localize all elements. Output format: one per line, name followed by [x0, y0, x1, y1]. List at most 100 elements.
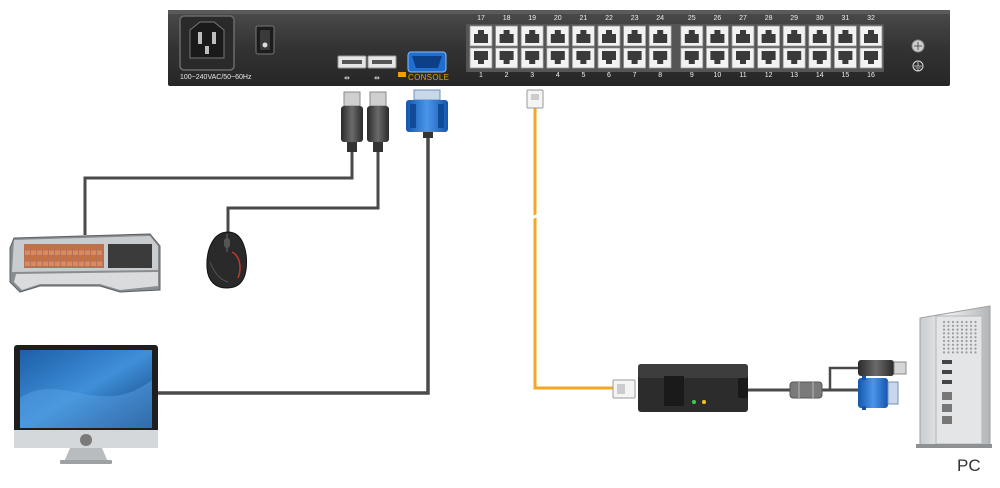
rj45-port	[782, 25, 806, 47]
usb-symbol-icon: ⇹	[374, 74, 380, 82]
rj45-port	[859, 25, 883, 47]
console-label: CONSOLE	[408, 73, 450, 82]
port-number-label: 23	[630, 15, 639, 22]
port-number-label: 2	[504, 72, 509, 79]
kvm-dongle	[612, 364, 823, 412]
rj45-port	[469, 25, 493, 47]
keyboard-cable	[83, 150, 354, 235]
usb-port-2	[367, 55, 397, 69]
port-number-label: 5	[581, 72, 586, 79]
port-number-label: 10	[713, 72, 722, 79]
port-number-label: 20	[553, 15, 562, 22]
port-number-label: 31	[841, 15, 850, 22]
port-number-label: 19	[528, 15, 537, 22]
power-rating-label: 100~240VAC/50~60Hz	[180, 74, 252, 81]
port-number-label: 14	[815, 72, 824, 79]
port-number-label: 6	[607, 72, 611, 79]
port-number-label: 9	[689, 72, 694, 79]
rj45-port	[495, 25, 519, 47]
port-number-label: 11	[739, 72, 747, 79]
port-number-label: 17	[477, 15, 485, 22]
rj45-port	[706, 47, 729, 69]
port-number-label: 18	[502, 15, 511, 22]
rj45-port	[648, 47, 672, 69]
rj45-port	[706, 25, 729, 47]
rj45-port	[495, 47, 519, 69]
usb-plug-mouse	[367, 91, 389, 152]
rj45-port	[808, 47, 832, 69]
rj45-port	[546, 47, 570, 69]
rj45-port-grid	[466, 24, 884, 72]
monitor-cable	[157, 136, 430, 395]
rj45-port	[731, 47, 755, 69]
port-number-label: 28	[764, 15, 773, 22]
vga-console-port	[398, 51, 447, 77]
mouse-cable	[226, 150, 380, 232]
port-number-label: 1	[479, 72, 483, 79]
rj45-port	[648, 25, 672, 47]
monitor-device	[14, 345, 158, 464]
ground-screw-icon	[911, 39, 925, 53]
rj45-port	[757, 47, 780, 69]
rj45-port	[572, 25, 595, 47]
port-number-label: 30	[815, 15, 824, 22]
rj45-plug-switch	[526, 89, 544, 109]
mouse-device	[206, 231, 247, 289]
link-led-icon	[702, 400, 706, 404]
apple-logo-icon	[80, 434, 92, 446]
dongle-usb-cable	[828, 366, 858, 390]
ferrite-bead	[789, 381, 823, 399]
power-inlet	[179, 15, 235, 71]
port-number-label: 22	[605, 15, 613, 22]
port-number-label: 29	[790, 15, 799, 22]
port-number-label: 26	[713, 15, 722, 22]
rj45-port	[469, 47, 493, 69]
rj45-port	[520, 25, 544, 47]
pc-tower	[916, 305, 992, 448]
port-number-label: 15	[841, 72, 850, 79]
rj45-port	[597, 47, 621, 69]
rj45-port	[546, 25, 570, 47]
port-number-label: 3	[530, 72, 535, 79]
rj45-port	[680, 47, 704, 69]
port-number-label: 16	[867, 72, 875, 79]
rj45-port	[757, 25, 780, 47]
usb-plug-keyboard	[341, 91, 363, 152]
keyboard-device	[9, 233, 161, 293]
rj45-port	[623, 47, 646, 69]
network-cable	[533, 108, 613, 390]
port-number-label: 12	[764, 72, 773, 79]
usb-symbol-icon: ⇹	[344, 74, 350, 82]
port-number-label: 24	[656, 15, 665, 22]
port-number-label: 27	[739, 15, 747, 22]
port-number-label: 32	[867, 15, 875, 22]
rj45-port	[782, 47, 806, 69]
ground-symbol-icon	[912, 60, 924, 72]
vga-plug	[406, 89, 448, 138]
rj45-port	[731, 25, 755, 47]
power-led-icon	[692, 400, 696, 404]
dongle-usb-plug	[858, 360, 907, 376]
usb-port-1	[337, 55, 367, 69]
rj45-port	[680, 25, 704, 47]
port-number-label: 13	[790, 72, 799, 79]
rj45-port	[808, 25, 832, 47]
pc-label: PC	[957, 456, 981, 475]
rj45-port	[597, 25, 621, 47]
rj45-port	[834, 25, 857, 47]
rj45-port	[834, 47, 857, 69]
port-number-label: 25	[687, 15, 696, 22]
rj45-port	[623, 25, 646, 47]
port-number-label: 21	[579, 15, 588, 22]
rj45-port	[520, 47, 544, 69]
kvm-switch: ⇹ ⇹	[168, 10, 950, 86]
rj45-port	[572, 47, 595, 69]
port-number-label: 8	[658, 72, 663, 79]
cable-break-mark	[528, 212, 542, 221]
dongle-vga-plug	[858, 376, 899, 410]
port-number-label: 4	[555, 72, 560, 79]
power-switch	[255, 25, 275, 55]
port-number-label: 7	[632, 72, 637, 79]
rj45-port	[859, 47, 883, 69]
